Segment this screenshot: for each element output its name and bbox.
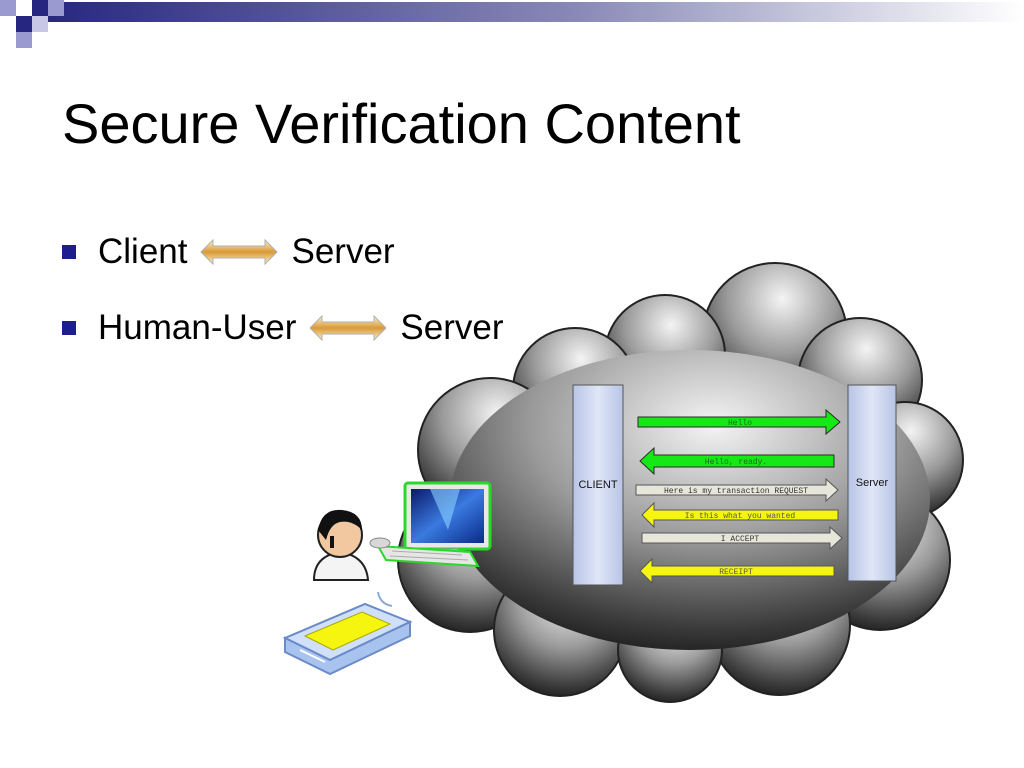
bullet-left-label: Client [98,232,188,271]
message-arrow: Hello [637,408,841,436]
message-label: Hello [728,419,752,428]
double-arrow-icon [200,238,279,266]
top-decoration-band [0,0,1024,48]
bullet-square-icon [62,245,76,259]
message-arrow: I ACCEPT [641,525,843,551]
message-arrow: RECEIPT [639,557,835,585]
bullet-square-icon [62,321,76,335]
message-label: I ACCEPT [721,535,760,544]
user-icon [312,509,370,581]
bullet-client-server: Client Server [62,228,503,276]
bullet-left-label: Human-User [98,308,297,347]
message-label: Hello, ready. [705,458,767,467]
message-arrow: Is this what you wanted [641,501,839,529]
verification-diagram: CLIENT Server Hello Hello, ready. Here i… [282,262,964,703]
client-lane-label: CLIENT [578,479,617,491]
message-label: Is this what you wanted [685,512,796,521]
server-lane [847,384,897,582]
bullet-list: Client Server Human-User Server [62,228,503,380]
message-label: RECEIPT [719,568,753,577]
message-label: Here is my transaction REQUEST [664,487,808,496]
bullet-right-label: Server [400,308,504,347]
slide-title: Secure Verification Content [62,92,741,155]
message-arrow: Hello, ready. [639,446,835,476]
card-reader-icon [282,591,413,676]
bullet-right-label: Server [291,232,395,271]
bullet-human-user-server: Human-User Server [62,304,503,352]
double-arrow-icon [309,314,388,342]
computer-icon [369,481,492,568]
client-lane [572,384,624,586]
message-arrow: Here is my transaction REQUEST [635,477,839,503]
server-lane-label: Server [856,477,889,489]
